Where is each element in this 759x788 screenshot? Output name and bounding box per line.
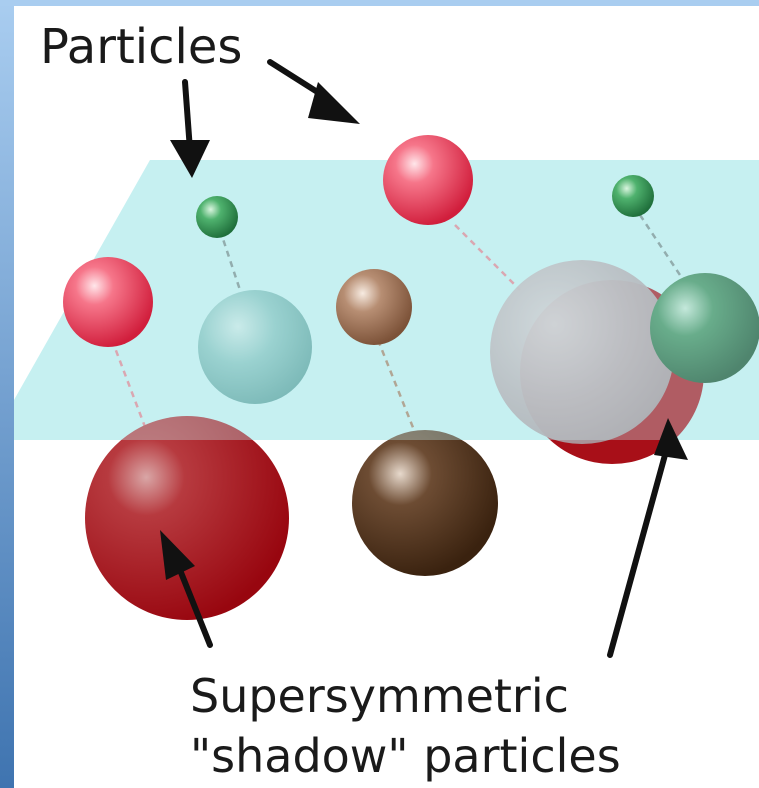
shadow-particle-dark-green: [650, 273, 759, 383]
label-superpartners-line1: Supersymmetric: [190, 669, 569, 723]
label-superpartners-line2: "shadow" particles: [190, 729, 621, 783]
particle-green-small-right: [612, 175, 654, 217]
arrow-shadow-right-shaft: [607, 452, 668, 658]
arrow-particles-left-shaft: [182, 79, 193, 153]
arrow-particles-left-head: [170, 140, 210, 178]
arrow-shadow-right-head: [654, 418, 688, 460]
shadow-particle-dark-brown: [352, 430, 498, 576]
connector-tan-brown: [376, 339, 420, 441]
particle-green-small-left: [196, 196, 238, 238]
particle-pink-mid: [383, 135, 473, 225]
label-particles: Particles: [40, 19, 242, 75]
particle-tan: [336, 269, 412, 345]
connector-green-right: [638, 214, 692, 291]
particle-pink-left: [63, 257, 153, 347]
arrow-shadow-left-shaft: [177, 567, 213, 648]
shadow-particle-dark-red: [85, 416, 289, 620]
connector-green-teal: [218, 229, 247, 306]
border-left: [0, 0, 14, 788]
shadow-particle-teal: [198, 290, 312, 404]
connector-pink-left: [110, 339, 152, 441]
connector-pink-mid: [454, 224, 521, 291]
border-top: [0, 0, 759, 6]
shadow-particle-pale-mauve: [490, 260, 674, 444]
arrow-particles-right-head: [308, 82, 360, 124]
arrow-shadow-left-head: [160, 530, 195, 580]
